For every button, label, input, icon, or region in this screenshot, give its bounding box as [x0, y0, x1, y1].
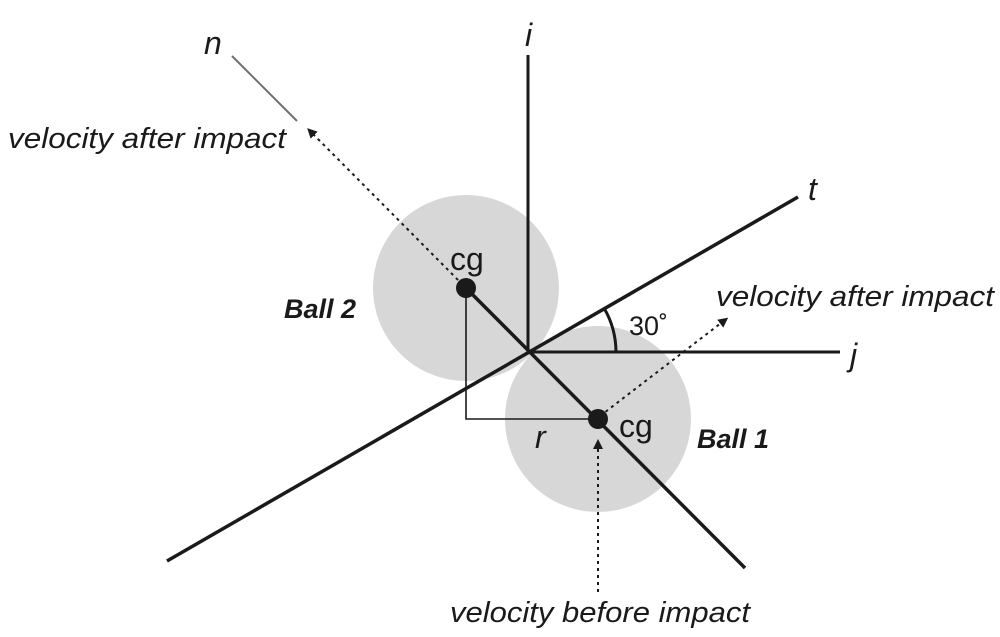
velocity-after-impact-label-ball2: velocity after impact: [8, 123, 288, 155]
r-label: r: [535, 419, 547, 455]
ball-2-label: Ball 2: [284, 294, 356, 324]
angle-label: 30˚: [629, 311, 668, 341]
axis-label-i: i: [525, 17, 533, 53]
ball-1-label: Ball 1: [697, 424, 769, 454]
axis-label-j: j: [846, 337, 858, 373]
velocity-before-impact-label: velocity before impact: [450, 597, 752, 629]
axis-label-t: t: [808, 171, 818, 207]
t-axis: [166, 195, 799, 563]
cg-label-ball1: cg: [619, 408, 653, 444]
angle-arc: [602, 307, 618, 353]
velocity-after-impact-ball2-arrow: [307, 128, 464, 286]
axis-label-n: n: [204, 25, 222, 61]
ball-2-cg-dot: [456, 278, 476, 298]
cg-label-ball2: cg: [450, 241, 484, 277]
n-axis-thin: [231, 55, 298, 122]
ball-1-cg-dot: [588, 409, 608, 429]
r-construction-lines: [465, 288, 598, 420]
line-of-centers: [464, 286, 747, 570]
velocity-after-impact-label-ball1: velocity after impact: [716, 281, 996, 313]
velocity-after-impact-ball1-arrow: [599, 317, 729, 417]
